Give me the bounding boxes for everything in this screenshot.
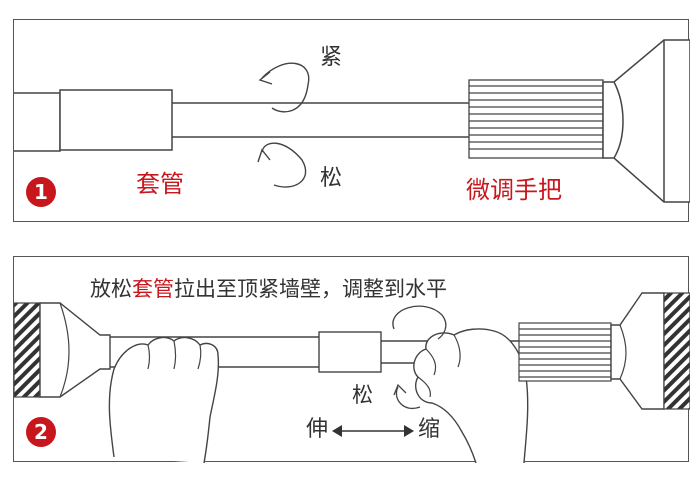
step-2-instruction: 放松套管拉出至顶紧墙壁，调整到水平 (90, 279, 447, 300)
loosen-label: 松 (320, 166, 343, 191)
step-1-illustration (14, 39, 690, 203)
tighten-label: 紧 (320, 45, 343, 70)
extend-label: 伸 (306, 417, 329, 442)
right-end-cap (610, 292, 665, 410)
loosen-arrow (261, 142, 307, 188)
left-wall (14, 302, 41, 398)
outer-tube (14, 89, 469, 152)
end-cap (602, 39, 690, 203)
loosen-arrow (395, 386, 421, 410)
instruction-pre: 放松 (90, 277, 132, 301)
sleeve-label: 套管 (136, 170, 184, 198)
fine-tune-knob (518, 322, 612, 382)
right-wall (663, 292, 690, 410)
rotate-arrow-top (392, 305, 447, 340)
fine-tune-knob (468, 79, 604, 159)
left-hand (108, 336, 220, 463)
retract-label: 缩 (418, 417, 441, 442)
tighten-arrow (261, 62, 310, 113)
step-2-illustration (14, 292, 690, 463)
knob-label: 微调手把 (466, 176, 562, 204)
loosen-label: 松 (352, 383, 373, 407)
extend-retract-arrow (332, 425, 414, 437)
instruction-post: 拉出至顶紧墙壁，调整到水平 (174, 277, 447, 301)
step-1-badge: 1 (26, 177, 56, 207)
step-1-panel: 1 紧 松 套管 微调手把 (13, 19, 690, 222)
left-end-cap (39, 302, 111, 398)
step-2-panel: 2 放松套管拉出至顶紧墙壁，调整到水平 松 伸 缩 (13, 256, 690, 463)
instruction-highlight: 套管 (132, 277, 174, 301)
step-2-badge: 2 (26, 417, 56, 447)
sleeve (318, 331, 382, 373)
right-hand (413, 328, 529, 463)
